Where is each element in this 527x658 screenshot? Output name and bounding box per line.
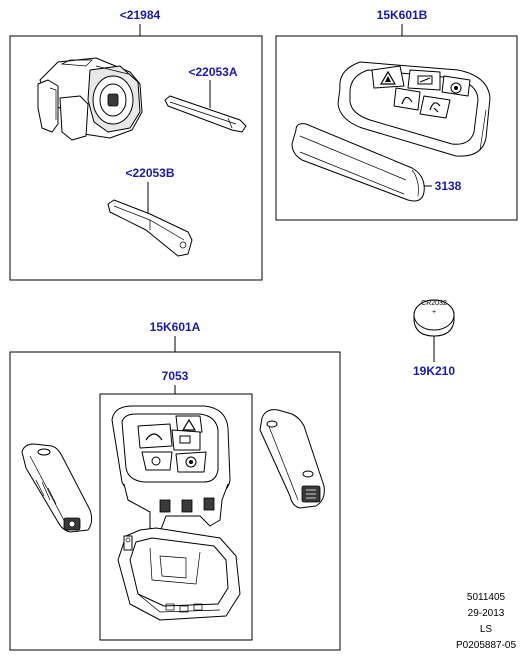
- key-blade-b-drawing[interactable]: [107, 199, 193, 257]
- footer-line-4: P0205887-05: [456, 640, 516, 651]
- ignition-lock-barrel-drawing[interactable]: [37, 57, 143, 141]
- ignition-lock-frame: [9, 35, 263, 281]
- callout-ignition-lock[interactable]: <21984: [120, 8, 161, 22]
- battery-drawing[interactable]: [413, 299, 455, 337]
- callout-transmitter[interactable]: 7053: [162, 369, 189, 383]
- battery-model-label: CR2032: [421, 300, 447, 307]
- transmitter-top-drawing[interactable]: [111, 405, 231, 533]
- callout-battery[interactable]: 19K210: [413, 364, 455, 378]
- battery-polarity-label: +: [432, 309, 436, 316]
- footer-line-1: 5011405: [467, 592, 506, 603]
- callout-key-assembly[interactable]: 15K601A: [150, 320, 201, 334]
- key-blade-a-drawing[interactable]: [164, 95, 247, 133]
- callout-key-blade-a[interactable]: <22053A: [188, 65, 237, 79]
- callout-fob-cover[interactable]: 3138: [435, 179, 462, 193]
- callout-key-fob-top[interactable]: 15K601B: [377, 8, 428, 22]
- key-assembly-frame: [9, 351, 341, 651]
- transmitter-frame: [99, 393, 253, 641]
- footer-line-2: 29-2013: [468, 608, 505, 619]
- right-cover-drawing[interactable]: [259, 409, 325, 509]
- footer-line-3: LS: [480, 624, 493, 635]
- callout-key-blade-b[interactable]: <22053B: [125, 166, 174, 180]
- left-cover-drawing[interactable]: [21, 443, 93, 533]
- key-fob-frame: [275, 35, 518, 221]
- key-fob-body-drawing[interactable]: [337, 61, 491, 157]
- fob-cover-drawing[interactable]: [291, 123, 425, 202]
- transmitter-base-drawing[interactable]: [117, 527, 241, 621]
